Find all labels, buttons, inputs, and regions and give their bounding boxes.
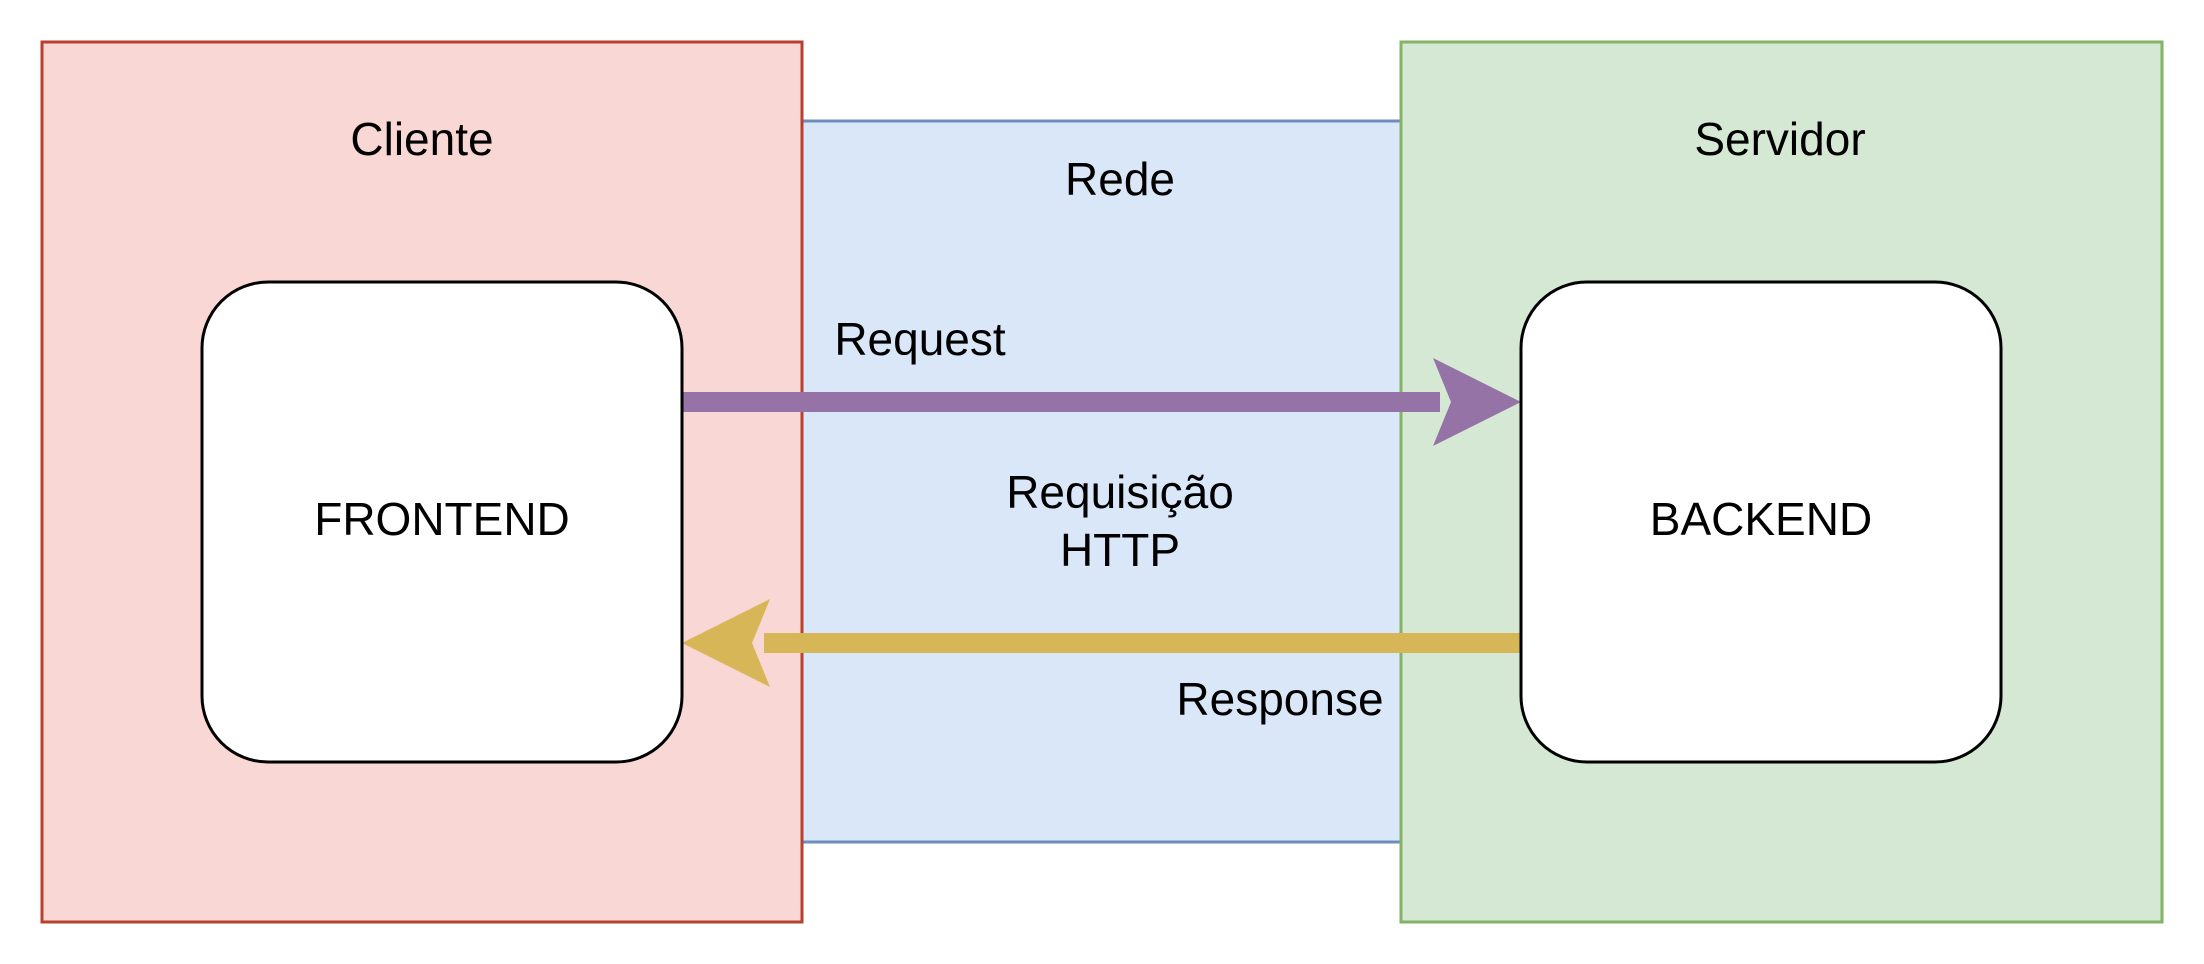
client-zone-border	[40, 40, 804, 924]
server-zone-label: Servidor	[1694, 113, 1866, 165]
network-zone	[790, 121, 1410, 842]
response-arrow-head	[682, 599, 770, 687]
client-zone-label: Cliente	[350, 113, 494, 165]
server-zone-border	[1399, 40, 2164, 924]
frontend-node-border	[200, 280, 684, 764]
request-label: Request	[834, 313, 1006, 365]
response-label: Response	[1176, 673, 1384, 725]
network-zone-label: Rede	[1065, 153, 1175, 205]
protocol-label-line2: HTTP	[1059, 524, 1181, 576]
request-arrow-head	[1433, 358, 1521, 446]
protocol-label-line1: Requisição	[1006, 466, 1234, 518]
backend-node	[1521, 282, 2001, 762]
backend-node-border	[1519, 280, 2003, 764]
backend-node-label: BACKEND	[1649, 493, 1873, 545]
frontend-node	[202, 282, 682, 762]
frontend-node-label: FRONTEND	[314, 493, 570, 545]
